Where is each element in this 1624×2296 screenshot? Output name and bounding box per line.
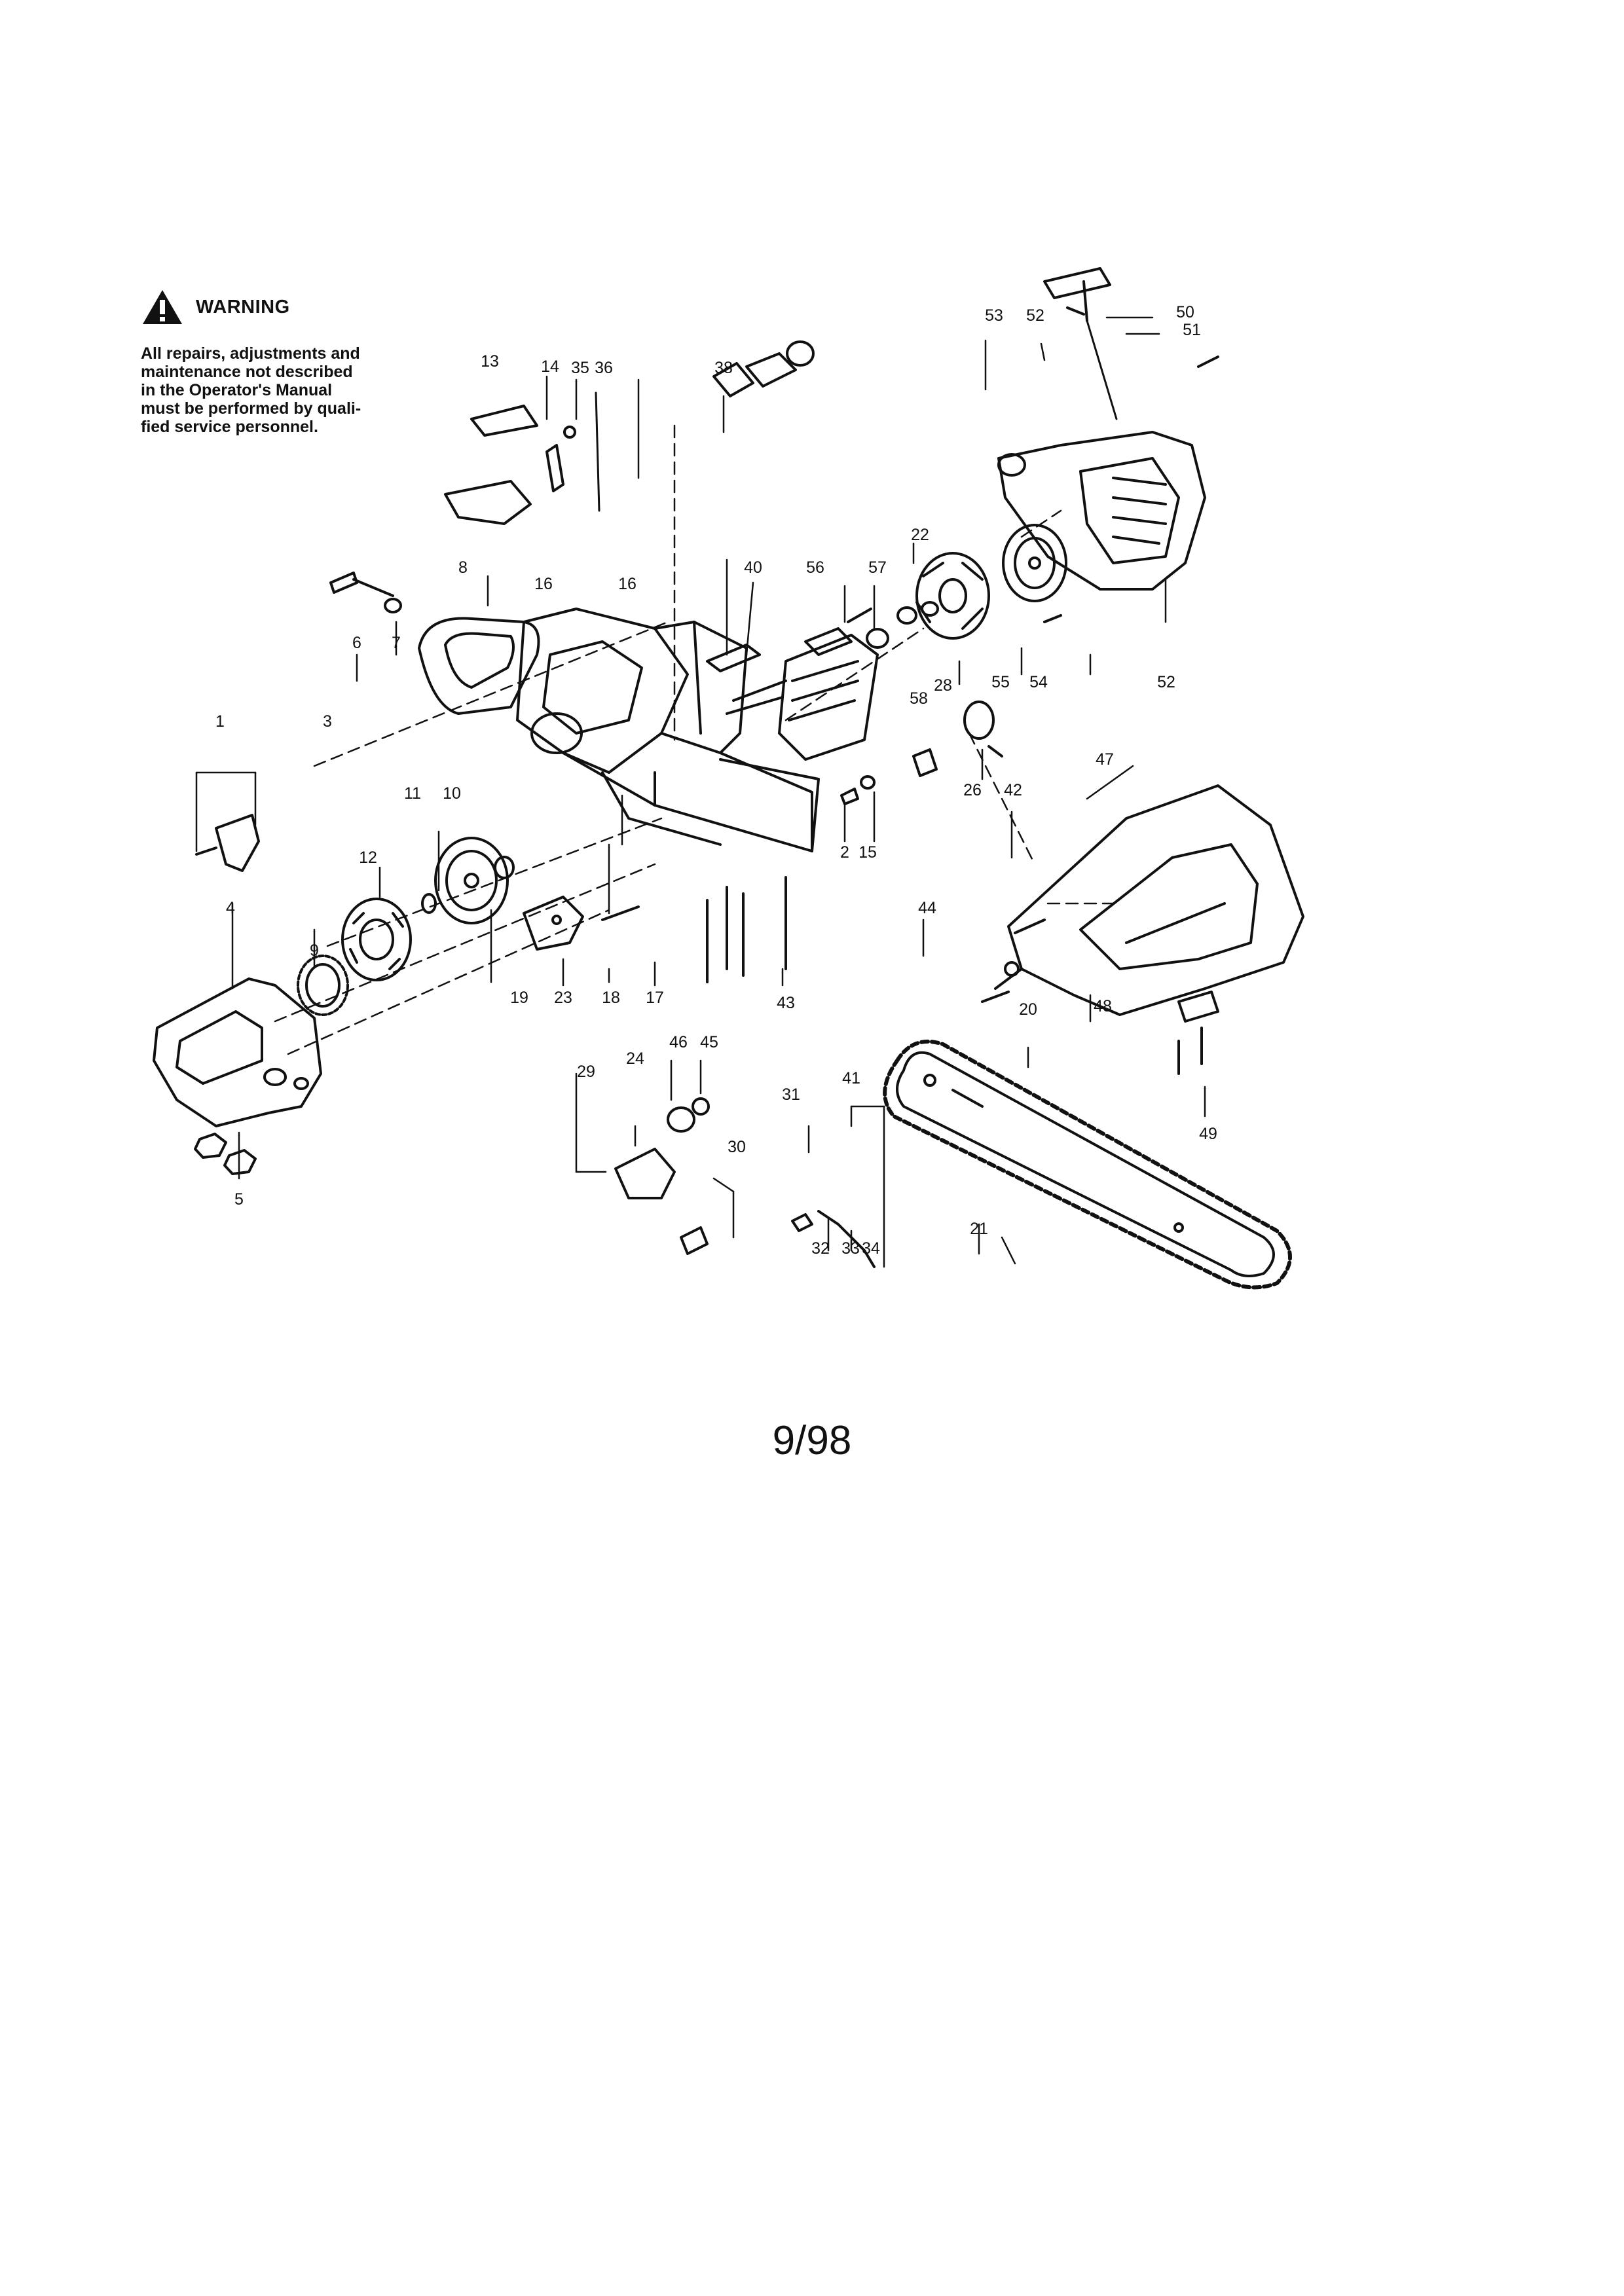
part-number-35: 35 (571, 359, 589, 377)
part-number-56: 56 (806, 558, 824, 577)
part-number-45: 45 (700, 1033, 718, 1051)
part-number-52: 52 (1157, 673, 1175, 691)
oil-pump (523, 896, 584, 951)
clutch-assembly (341, 898, 412, 981)
part-number-17: 17 (646, 989, 664, 1007)
part-number-52: 52 (1026, 306, 1044, 325)
oil-pump-bracket (614, 1097, 710, 1255)
part-number-16: 16 (618, 575, 637, 593)
part-number-4: 4 (226, 899, 235, 917)
part-number-22: 22 (911, 526, 929, 544)
part-number-48: 48 (1094, 997, 1112, 1015)
assembly-guide-lines (274, 424, 1115, 1055)
warning-block: WARNING All repairs, adjustments and mai… (141, 288, 422, 436)
part-number-31: 31 (782, 1085, 800, 1104)
part-number-14: 14 (541, 357, 559, 376)
part-number-10: 10 (443, 784, 461, 803)
part-number-57: 57 (868, 558, 887, 577)
part-number-21: 21 (970, 1220, 988, 1238)
part-number-8: 8 (458, 558, 468, 577)
guide-bar (896, 1051, 1275, 1277)
part-number-47: 47 (1096, 750, 1114, 769)
part-number-20: 20 (1019, 1000, 1037, 1019)
part-number-3: 3 (323, 712, 332, 731)
part-number-6: 6 (352, 634, 361, 652)
part-number-38: 38 (714, 359, 733, 377)
part-number-46: 46 (669, 1033, 688, 1051)
warning-title: WARNING (196, 296, 290, 318)
part-number-40: 40 (744, 558, 762, 577)
part-number-36: 36 (595, 359, 613, 377)
engine-housing (418, 608, 820, 852)
part-number-30: 30 (728, 1138, 746, 1156)
part-number-34: 34 (862, 1239, 880, 1258)
bolt-parts-6-7 (329, 572, 402, 613)
part-number-2: 2 (840, 843, 849, 862)
part-number-11: 11 (404, 784, 421, 803)
spring-ring (297, 955, 349, 1016)
warning-icon (143, 290, 182, 324)
part-number-26: 26 (963, 781, 982, 799)
sprocket-cover (153, 977, 322, 1127)
part-number-28: 28 (934, 676, 952, 695)
part-number-18: 18 (602, 989, 620, 1007)
part-number-54: 54 (1029, 673, 1048, 691)
part-number-43: 43 (777, 994, 795, 1012)
part-number-7: 7 (392, 634, 401, 652)
part-number-55: 55 (991, 673, 1010, 691)
part-number-24: 24 (626, 1049, 644, 1068)
muffler-parts (840, 701, 995, 805)
cylinder-assembly (726, 627, 879, 761)
part-number-15: 15 (858, 843, 877, 862)
throttle-assembly (444, 392, 600, 525)
part-number-50: 50 (1176, 303, 1194, 321)
clutch-drum (434, 837, 509, 924)
leader-lines (195, 316, 1206, 1268)
housing-bolts (601, 876, 787, 983)
flywheel (915, 552, 990, 640)
part-number-9: 9 (310, 941, 319, 960)
part-number-53: 53 (985, 306, 1003, 325)
part-number-1: 1 (215, 712, 225, 731)
part-number-12: 12 (359, 848, 377, 867)
carburetor-parts (706, 601, 939, 672)
saw-chain (883, 1039, 1292, 1290)
part-number-33: 33 (841, 1239, 860, 1258)
part-number-44: 44 (918, 899, 936, 917)
part-number-42: 42 (1004, 781, 1022, 799)
spark-plug (712, 340, 815, 397)
part-number-49: 49 (1199, 1125, 1217, 1143)
part-number-16: 16 (534, 575, 553, 593)
warning-text: All repairs, adjustments and maintenance… (141, 344, 361, 436)
part-number-23: 23 (554, 989, 572, 1007)
starter-handle (1043, 267, 1118, 420)
part-number-58: 58 (910, 689, 928, 708)
part-number-13: 13 (481, 352, 499, 371)
revision-date: 9/98 (772, 1418, 852, 1463)
part-number-19: 19 (510, 989, 528, 1007)
part-number-29: 29 (577, 1063, 595, 1081)
bar-nuts (194, 1133, 257, 1175)
chain-brake-lever (195, 814, 260, 872)
screws (847, 306, 1219, 1075)
starter-housing (997, 431, 1206, 591)
part-number-32: 32 (811, 1239, 830, 1258)
part-number-5: 5 (234, 1190, 244, 1209)
part-number-51: 51 (1183, 321, 1201, 339)
warning-header: WARNING (141, 288, 422, 326)
part-number-41: 41 (842, 1069, 860, 1087)
front-handle (994, 784, 1304, 1023)
